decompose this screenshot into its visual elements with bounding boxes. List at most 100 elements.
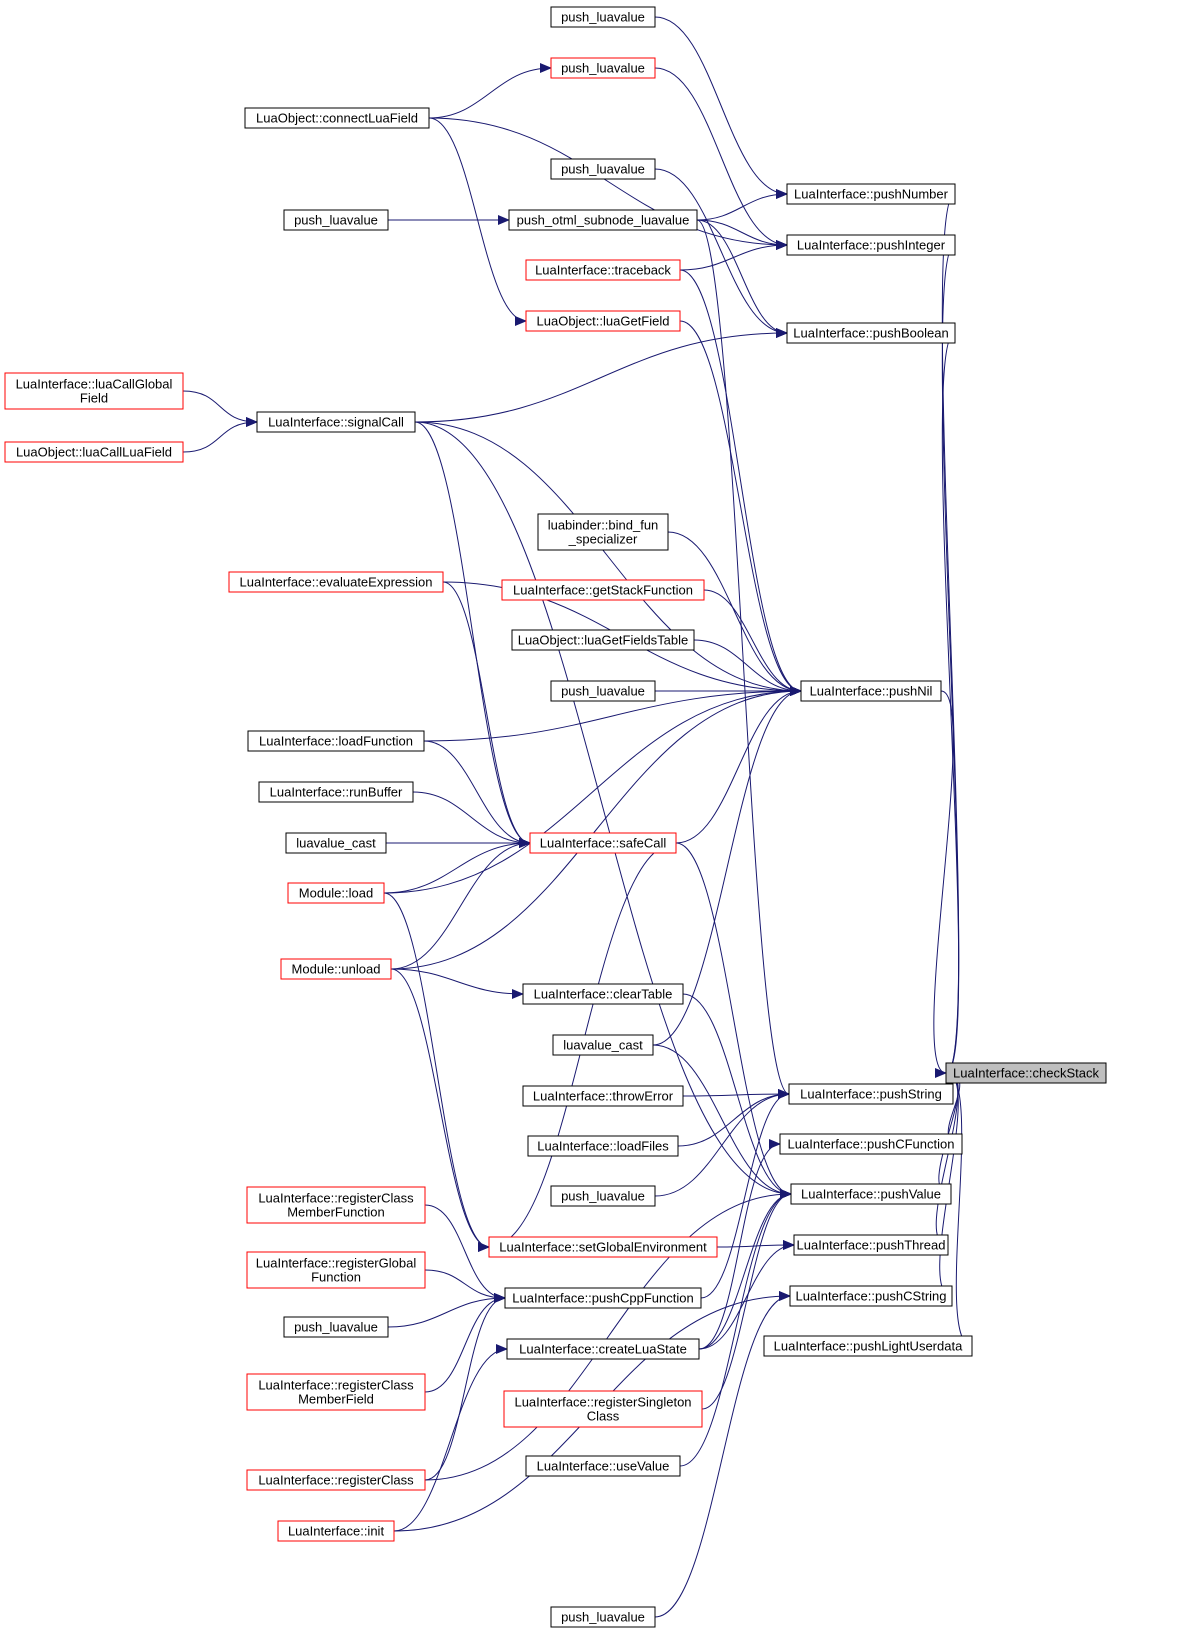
node-pushNil[interactable]: LuaInterface::pushNil — [800, 680, 942, 702]
node-moduleLoad[interactable]: Module::load — [287, 882, 385, 904]
node-box[interactable] — [488, 1236, 718, 1258]
node-pushInteger[interactable]: LuaInterface::pushInteger — [786, 234, 956, 256]
node-box[interactable] — [283, 209, 389, 231]
node-connectLuaField[interactable]: LuaObject::connectLuaField — [244, 107, 430, 129]
node-box[interactable] — [550, 158, 656, 180]
node-plv6[interactable]: push_luavalue — [550, 1185, 656, 1207]
node-evaluateExpression[interactable]: LuaInterface::evaluateExpression — [228, 571, 444, 593]
node-box[interactable] — [537, 513, 669, 551]
node-runBuffer[interactable]: LuaInterface::runBuffer — [258, 781, 414, 803]
node-luavalueCast1[interactable]: luavalue_cast — [285, 832, 387, 854]
node-safeCall[interactable]: LuaInterface::safeCall — [529, 832, 677, 854]
node-box[interactable] — [522, 1085, 684, 1107]
node-box[interactable] — [277, 1520, 395, 1542]
node-box[interactable] — [800, 680, 942, 702]
node-box[interactable] — [529, 832, 677, 854]
node-pushCFunction[interactable]: LuaInterface::pushCFunction — [779, 1133, 963, 1155]
node-box[interactable] — [788, 1083, 954, 1105]
node-box[interactable] — [504, 1287, 702, 1309]
node-luavalueCast2[interactable]: luavalue_cast — [552, 1034, 654, 1056]
node-box[interactable] — [228, 571, 444, 593]
node-loadFiles[interactable]: LuaInterface::loadFiles — [527, 1135, 679, 1157]
node-box[interactable] — [283, 1316, 389, 1338]
node-box[interactable] — [4, 441, 184, 463]
node-setGlobalEnvironment[interactable]: LuaInterface::setGlobalEnvironment — [488, 1236, 718, 1258]
node-pushOtml[interactable]: push_otml_subnode_luavalue — [508, 209, 698, 231]
node-luaGetFieldsTable[interactable]: LuaObject::luaGetFieldsTable — [511, 629, 695, 651]
node-box[interactable] — [550, 1606, 656, 1628]
node-box[interactable] — [550, 6, 656, 28]
node-box[interactable] — [763, 1335, 973, 1357]
node-pushNumber[interactable]: LuaInterface::pushNumber — [786, 183, 956, 205]
node-box[interactable] — [508, 209, 698, 231]
node-box[interactable] — [506, 1338, 700, 1360]
node-box[interactable] — [525, 259, 681, 281]
node-traceback[interactable]: LuaInterface::traceback — [525, 259, 681, 281]
node-signalCall[interactable]: LuaInterface::signalCall — [256, 411, 416, 433]
node-regClassMemberFunction[interactable]: LuaInterface::registerClassMemberFunctio… — [246, 1186, 426, 1224]
node-loadFunction[interactable]: LuaInterface::loadFunction — [247, 730, 425, 752]
node-pushThread[interactable]: LuaInterface::pushThread — [793, 1234, 949, 1256]
node-createLuaState[interactable]: LuaInterface::createLuaState — [506, 1338, 700, 1360]
node-box[interactable] — [247, 730, 425, 752]
node-box[interactable] — [527, 1135, 679, 1157]
node-init[interactable]: LuaInterface::init — [277, 1520, 395, 1542]
node-plv5[interactable]: push_luavalue — [550, 680, 656, 702]
node-box[interactable] — [550, 680, 656, 702]
node-checkStack[interactable]: LuaInterface::checkStack — [945, 1062, 1107, 1084]
node-box[interactable] — [287, 882, 385, 904]
node-pushValue[interactable]: LuaInterface::pushValue — [790, 1183, 952, 1205]
node-plv7[interactable]: push_luavalue — [283, 1316, 389, 1338]
node-pushBoolean[interactable]: LuaInterface::pushBoolean — [786, 322, 956, 344]
node-box[interactable] — [945, 1062, 1107, 1084]
node-registerClass[interactable]: LuaInterface::registerClass — [246, 1469, 426, 1491]
node-box[interactable] — [256, 411, 416, 433]
node-box[interactable] — [779, 1133, 963, 1155]
node-box[interactable] — [246, 1373, 426, 1411]
node-box[interactable] — [786, 183, 956, 205]
node-moduleUnload[interactable]: Module::unload — [280, 958, 392, 980]
node-luaGetField[interactable]: LuaObject::luaGetField — [525, 310, 681, 332]
node-box[interactable] — [246, 1251, 426, 1289]
node-throwError[interactable]: LuaInterface::throwError — [522, 1085, 684, 1107]
node-box[interactable] — [246, 1469, 426, 1491]
node-useValue[interactable]: LuaInterface::useValue — [525, 1455, 681, 1477]
node-plv1[interactable]: push_luavalue — [550, 6, 656, 28]
node-box[interactable] — [550, 1185, 656, 1207]
node-getStackFunction[interactable]: LuaInterface::getStackFunction — [501, 579, 705, 601]
node-pushCppFunction[interactable]: LuaInterface::pushCppFunction — [504, 1287, 702, 1309]
node-box[interactable] — [525, 1455, 681, 1477]
node-box[interactable] — [244, 107, 430, 129]
node-box[interactable] — [790, 1183, 952, 1205]
node-plv8[interactable]: push_luavalue — [550, 1606, 656, 1628]
node-box[interactable] — [793, 1234, 949, 1256]
node-box[interactable] — [511, 629, 695, 651]
node-box[interactable] — [550, 57, 656, 79]
node-box[interactable] — [285, 832, 387, 854]
node-box[interactable] — [525, 310, 681, 332]
node-luaCallLuaField[interactable]: LuaObject::luaCallLuaField — [4, 441, 184, 463]
node-box[interactable] — [522, 983, 684, 1005]
node-plv4[interactable]: push_luavalue — [283, 209, 389, 231]
node-box[interactable] — [258, 781, 414, 803]
node-box[interactable] — [786, 322, 956, 344]
node-box[interactable] — [789, 1285, 953, 1307]
node-bindFun[interactable]: luabinder::bind_fun_specializer — [537, 513, 669, 551]
node-box[interactable] — [503, 1390, 703, 1428]
node-box[interactable] — [246, 1186, 426, 1224]
node-clearTable[interactable]: LuaInterface::clearTable — [522, 983, 684, 1005]
node-box[interactable] — [4, 372, 184, 410]
node-box[interactable] — [280, 958, 392, 980]
node-plv3[interactable]: push_luavalue — [550, 158, 656, 180]
node-pushString[interactable]: LuaInterface::pushString — [788, 1083, 954, 1105]
node-plv2[interactable]: push_luavalue — [550, 57, 656, 79]
node-box[interactable] — [552, 1034, 654, 1056]
node-pushLightUserdata[interactable]: LuaInterface::pushLightUserdata — [763, 1335, 973, 1357]
node-box[interactable] — [786, 234, 956, 256]
node-pushCString[interactable]: LuaInterface::pushCString — [789, 1285, 953, 1307]
node-box[interactable] — [501, 579, 705, 601]
